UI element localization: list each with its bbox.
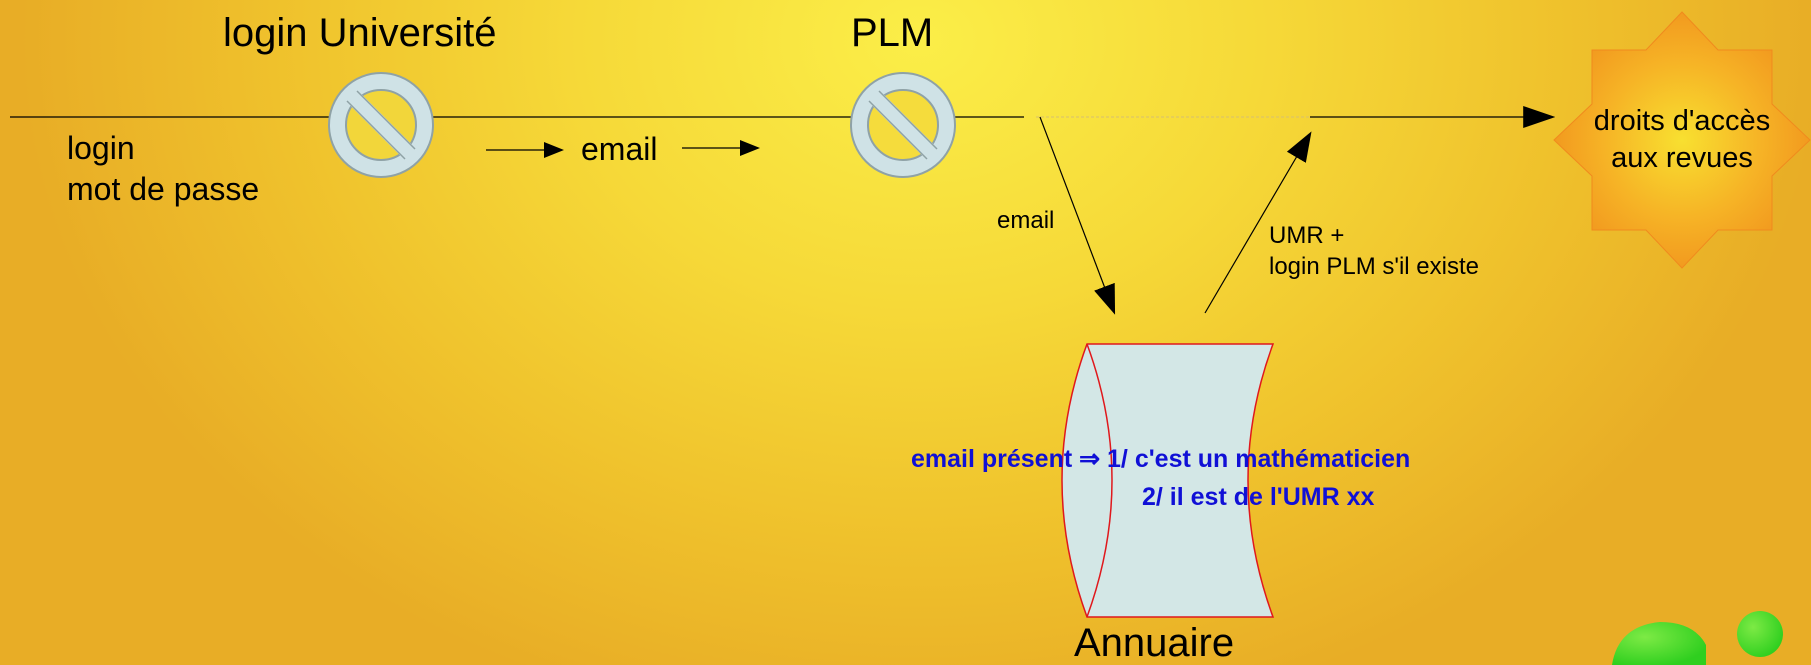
- flow-email-down-label: email: [997, 207, 1055, 234]
- flow-return-label-line2: login PLM s'il existe: [1269, 253, 1479, 280]
- rights-label-line1: droits d'accès: [1593, 105, 1771, 137]
- node-annuaire-title: Annuaire: [1074, 621, 1235, 665]
- annuaire-note-line2: 2/ il est de l'UMR xx: [1142, 483, 1375, 511]
- credential-password: mot de passe: [67, 171, 260, 207]
- blocked-icon-plm: [850, 72, 956, 178]
- credential-login: login: [67, 130, 135, 166]
- decorative-green-shapes: [1612, 611, 1783, 665]
- annuaire-note-line1: email présent ⇒ 1/ c'est un mathématicie…: [911, 445, 1411, 473]
- arrow-annuaire-to-rights: [1204, 131, 1312, 314]
- node-login-universite-title: login Université: [223, 11, 497, 55]
- flow-return-label-line1: UMR +: [1269, 222, 1345, 249]
- node-plm-title: PLM: [851, 11, 934, 55]
- rights-label-line2: aux revues: [1611, 142, 1753, 174]
- rights-starburst: [1553, 11, 1811, 269]
- arrow-email-to-annuaire: [1039, 116, 1116, 315]
- flow-email-label: email: [581, 131, 658, 167]
- annuaire-cylinder: [1061, 343, 1275, 618]
- blocked-icon-universite: [328, 72, 434, 178]
